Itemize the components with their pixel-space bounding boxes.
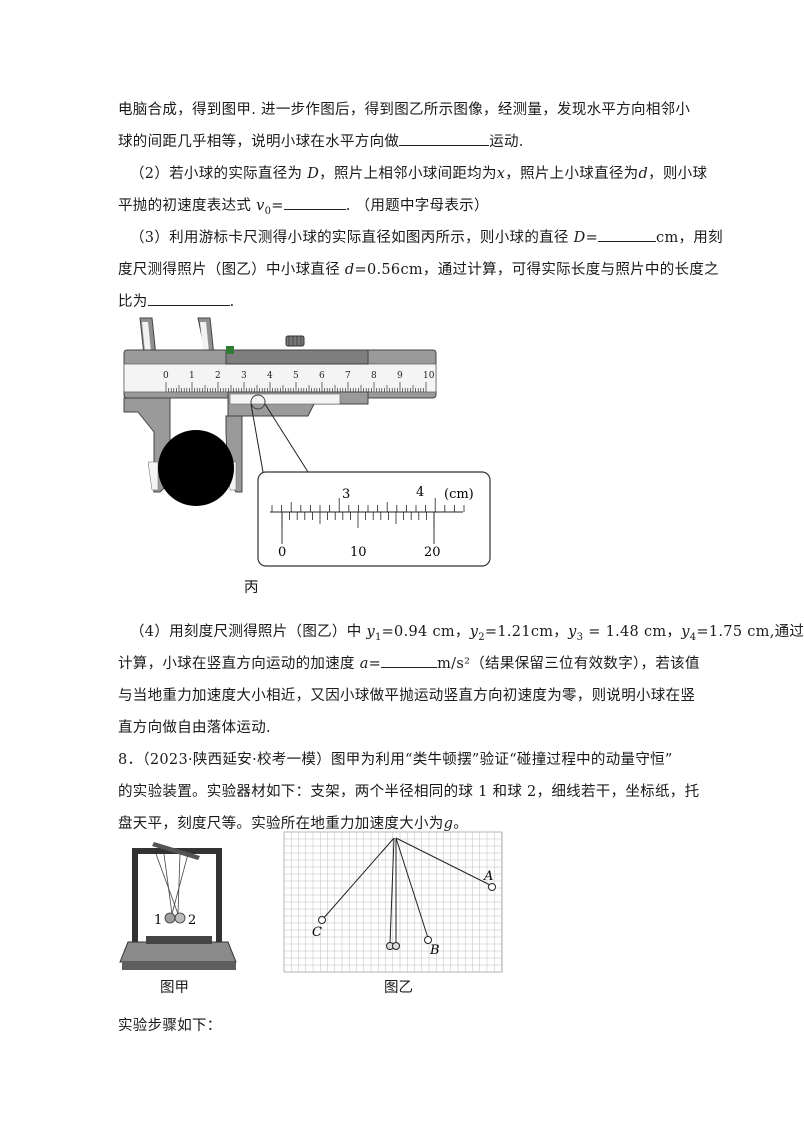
answer-blank-diameter[interactable] [598,227,657,242]
ball-2 [174,912,186,924]
ball-1 [164,912,176,924]
q3-line-1: （3）利用游标卡尺测得小球的实际直径如图丙所示，则小球的直径 D=cm，用刻 [130,226,723,247]
zoom-main-label-3: 3 [342,487,350,502]
vernier-zoom-box [257,471,491,567]
pendulum-ball-b [424,936,432,944]
ball-1-label: 1 [154,913,162,928]
point-a-label: A [483,869,493,884]
figure-caption-bing: 丙 [244,580,259,596]
q8-line-1: 8．（2023·陕西延安·校考一模）图甲为利用“类牛顿摆”验证“碰撞过程中的动量… [118,752,673,768]
main-scale-label: 9 [397,371,403,381]
q3-line-3: 比为. [118,290,235,311]
zoom-vernier-label-20: 20 [424,545,441,560]
main-scale-label: 7 [345,371,351,381]
main-scale-label: 0 [163,371,169,381]
q4-line-1: （4）用刻度尺测得照片（图乙）中 y1=0.94 cm，y2=1.21cm，y3… [130,624,804,643]
point-b-label: B [429,943,440,958]
main-scale-label: 1 [189,371,195,381]
answer-blank-ratio[interactable] [147,291,230,306]
main-scale-label: 2 [215,371,221,381]
figure-caption-yi: 图乙 [384,980,413,996]
q8-line-3: 盘天平，刻度尺等。实验所在地重力加速度大小为g。 [118,816,469,832]
q8-line-2: 的实验装置。实验器材如下：支架，两个半径相同的球 1 和球 2，细线若干，坐标纸… [118,784,700,800]
answer-blank-motion[interactable] [399,131,490,146]
q2-line-2: 平抛的初速度表达式 v0=. （用题中字母表示） [118,194,489,217]
ball-measured [158,430,234,506]
answer-blank-v0[interactable] [283,195,346,210]
ball-2-label: 2 [188,913,196,928]
q2-line-1: （2）若小球的实际直径为 D，照片上相邻小球间距均为x，照片上小球直径为d，则小… [130,166,708,182]
main-scale-label: 4 [267,371,273,381]
pendulum-ball-c [318,916,326,924]
steps-heading: 实验步骤如下： [118,1018,222,1034]
q3-line-2: 度尺测得照片（图乙）中小球直径 d=0.56cm，通过计算，可得实际长度与照片中… [118,262,719,278]
zoom-vernier-label-10: 10 [350,545,367,560]
newton-cradle-figure: 1 2 [119,842,237,970]
main-scale-label: 3 [241,371,247,381]
text-line-1: 电脑合成，得到图甲. 进一步作图后，得到图乙所示图像，经测量，发现水平方向相邻小 [118,102,691,118]
zoom-vernier-label-0: 0 [278,545,286,560]
figure-caption-jia: 图甲 [160,980,189,996]
q4-line-3: 与当地重力加速度大小相近，又因小球做平抛运动竖直方向初速度为零，则说明小球在竖 [118,688,696,704]
pendulum-ball-a [488,883,496,891]
main-scale-label: 5 [293,371,299,381]
q4-line-4: 直方向做自由落体运动. [118,720,271,736]
main-scale-label: 8 [371,371,377,381]
q4-line-2: 计算，小球在竖直方向运动的加速度 a=m/s²（结果保留三位有效数字），若该值 [118,652,700,673]
vernier-caliper-figure: 0 1 2 3 4 5 6 7 8 9 10 3 4 (cm) 0 10 20 [123,317,491,567]
answer-blank-acceleration[interactable] [381,653,438,668]
zoom-unit-label: (cm) [444,487,474,502]
pendulum-grid-figure: A B C [283,831,503,973]
main-scale-label: 10 [423,371,435,381]
point-c-label: C [312,925,322,940]
main-scale-label: 6 [319,371,325,381]
zoom-main-label-4: 4 [416,485,424,500]
text-line-2: 球的间距几乎相等，说明小球在水平方向做运动. [118,130,524,151]
